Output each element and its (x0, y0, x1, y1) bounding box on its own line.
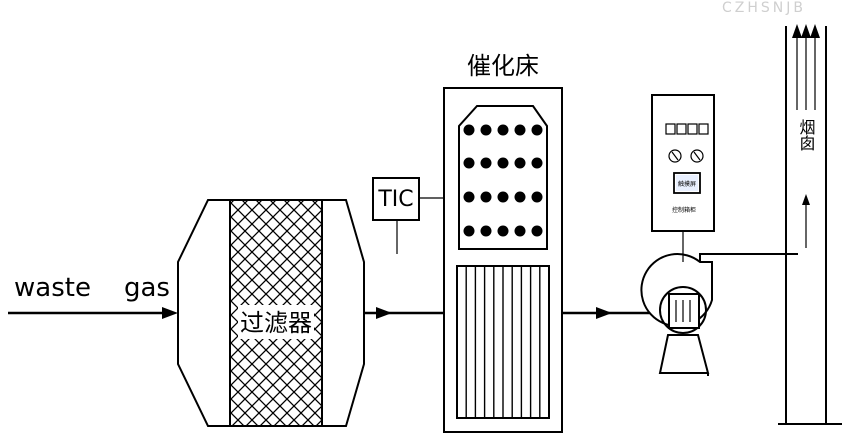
watermark: CZHSNJB (722, 0, 806, 16)
catalyst-dot (480, 225, 492, 237)
catalyst-dot (514, 191, 526, 203)
exhaust-fan (640, 253, 798, 376)
tic-label: TIC (377, 187, 413, 212)
filter-unit (177, 199, 365, 427)
catalyst-dot (497, 191, 509, 203)
catalyst-dot (514, 124, 526, 136)
catalyst-dot (531, 225, 543, 237)
catalyst-dot (463, 191, 475, 203)
catalyst-dot (497, 225, 509, 237)
catalyst-dot (480, 157, 492, 169)
chimney (778, 24, 842, 425)
filter-label: 过滤器 (240, 309, 312, 337)
catalyst-dot (463, 157, 475, 169)
panel-caption: 控制箱柜 (672, 206, 696, 214)
catalyst-dot (497, 157, 509, 169)
tic-controller (372, 177, 444, 254)
control-cabinet (651, 94, 715, 262)
catalyst-dots (463, 124, 543, 237)
catalyst-dot (497, 124, 509, 136)
catalyst-dot (463, 225, 475, 237)
catalyst-dot (531, 157, 543, 169)
panel-screen-label: 触摸屏 (678, 180, 696, 188)
catalytic-bed (443, 87, 563, 433)
filter-to-bed-line (364, 307, 444, 319)
bed-to-fan-line (562, 307, 650, 319)
heat-exchanger-tubes (465, 266, 541, 418)
catalytic-bed-label: 催化床 (467, 52, 539, 80)
catalyst-dot (531, 191, 543, 203)
catalyst-dot (531, 124, 543, 136)
catalyst-dot (480, 124, 492, 136)
chimney-label: 烟囱 (797, 119, 816, 151)
catalyst-dot (514, 157, 526, 169)
catalyst-dot (463, 124, 475, 136)
waste-gas-label: waste gas (14, 273, 170, 303)
inlet-flow-line (8, 307, 178, 319)
catalyst-dot (480, 191, 492, 203)
catalyst-dot (514, 225, 526, 237)
